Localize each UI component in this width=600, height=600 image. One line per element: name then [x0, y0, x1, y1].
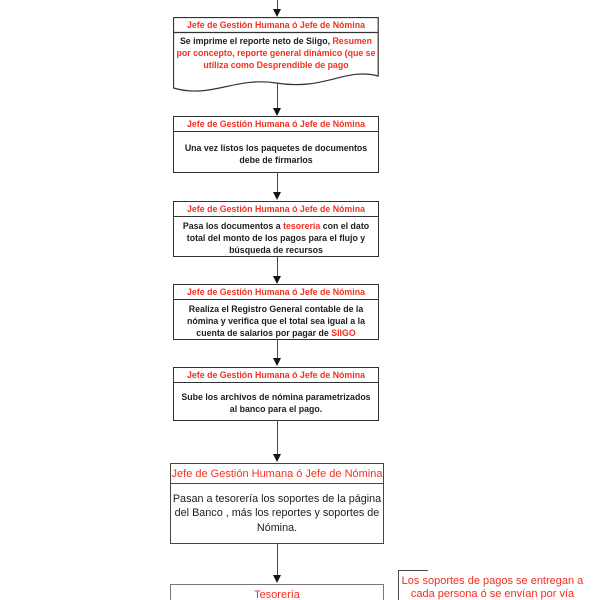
connector-line — [277, 421, 278, 454]
arrow-down-icon — [273, 108, 281, 116]
flow-node-pass-to-treasury: Jefe de Gestión Humana ó Jefe de Nómina … — [173, 201, 379, 257]
connector-line — [277, 257, 278, 276]
flow-node-ledger-check: Jefe de Gestión Humana ó Jefe de Nómina … — [173, 284, 379, 340]
node-header: Tesorería — [254, 589, 300, 600]
document-shape-outline — [173, 17, 379, 92]
node-body: Pasa los documentos a tesorería con el d… — [182, 221, 370, 255]
side-note-text: Los soportes de pagos se entregan a cada… — [401, 575, 584, 600]
arrow-down-icon — [273, 575, 281, 583]
flow-node-tesoreria: Tesorería — [170, 584, 384, 600]
arrow-down-icon — [273, 358, 281, 366]
node-body: Realiza el Registro General contable de … — [187, 304, 365, 338]
node-header: Jefe de Gestión Humana ó Jefe de Nómina — [174, 202, 378, 217]
flow-node-sign-packages: Jefe de Gestión Humana ó Jefe de Nómina … — [173, 116, 379, 173]
flow-node-upload-bank-files: Jefe de Gestión Humana ó Jefe de Nómina … — [173, 367, 379, 421]
node-body: Una vez listos los paquetes de documento… — [184, 142, 368, 165]
arrow-down-icon — [273, 192, 281, 200]
flow-node-print-report: Jefe de Gestión Humana ó Jefe de Nómina … — [173, 17, 379, 97]
connector-line — [277, 544, 278, 575]
arrow-down-icon — [273, 276, 281, 284]
node-header: Jefe de Gestión Humana ó Jefe de Nómina — [174, 117, 378, 132]
connector-line — [277, 173, 278, 192]
node-header: Jefe de Gestión Humana ó Jefe de Nómina — [187, 19, 365, 30]
node-body: Sube los archivos de nómina parametrizad… — [181, 392, 371, 414]
connector-line — [277, 0, 278, 9]
side-note: Los soportes de pagos se entregan a cada… — [398, 570, 586, 600]
connector-line — [277, 340, 278, 358]
node-body: Se imprime el reporte neto de Siigo, Res… — [176, 36, 376, 70]
arrow-down-icon — [273, 9, 281, 17]
node-body: Pasan a tesorería los soportes de la pág… — [172, 492, 382, 534]
node-header: Jefe de Gestión Humana ó Jefe de Nómina — [174, 285, 378, 300]
arrow-down-icon — [273, 454, 281, 462]
flow-node-treasury-handoff: Jefe de Gestión Humana ó Jefe de Nómina … — [170, 463, 384, 544]
connector-line — [277, 83, 278, 108]
node-header: Jefe de Gestión Humana ó Jefe de Nómina — [171, 464, 383, 484]
node-header: Jefe de Gestión Humana ó Jefe de Nómina — [174, 368, 378, 383]
